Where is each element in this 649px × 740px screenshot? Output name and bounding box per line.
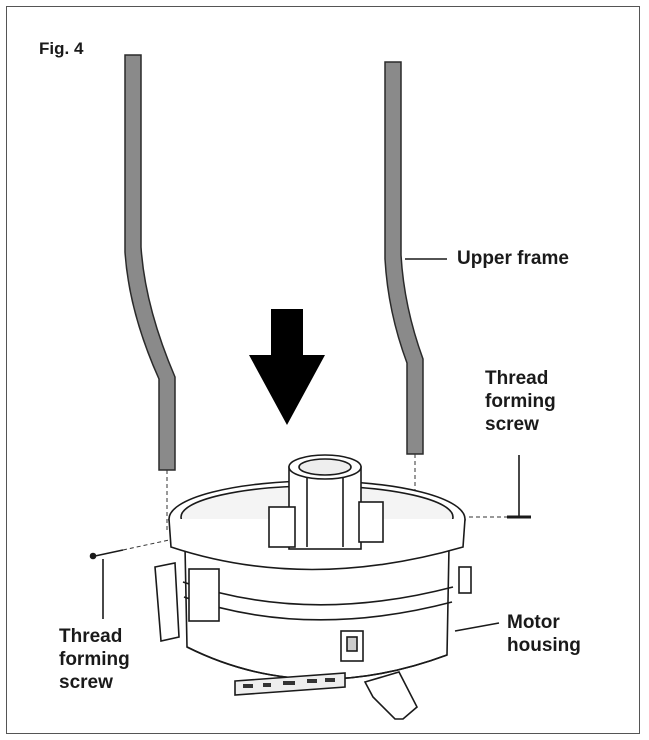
figure-title: Fig. 4 (39, 39, 84, 58)
thread-forming-screw-right (507, 455, 531, 519)
right-upper-frame-tube (384, 61, 424, 455)
thread-screw-left-label: Thread forming screw (59, 626, 130, 693)
wheel-clip (363, 671, 419, 720)
motor-housing-label: Motor housing (507, 612, 581, 656)
motor-housing (154, 454, 472, 696)
upper-frame-label: Upper frame (457, 248, 569, 269)
down-arrow-icon (249, 309, 325, 425)
thread-screw-right-label: Thread forming screw (485, 368, 556, 435)
thread-forming-screw-left (89, 549, 124, 560)
left-upper-frame-tube (124, 54, 176, 471)
assembly-diagram (89, 54, 531, 720)
figure-frame: Fig. 4 (6, 6, 640, 734)
